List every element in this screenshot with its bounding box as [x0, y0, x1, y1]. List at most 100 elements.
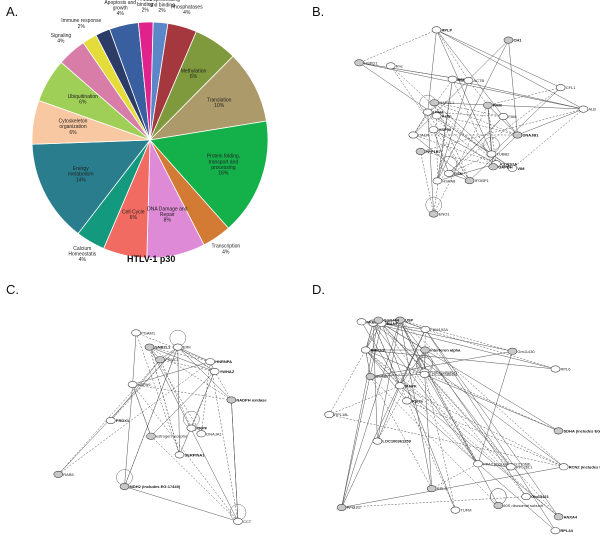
network-node: [486, 150, 497, 158]
network-node: [336, 503, 347, 511]
network-node-label: CFL1: [566, 85, 577, 90]
network-node-label: estrogen receptor: [156, 434, 188, 439]
network-node: [420, 325, 431, 333]
network-node: [505, 463, 516, 471]
network-node: [205, 358, 215, 366]
network-node: [507, 164, 518, 172]
network-edge: [431, 463, 479, 489]
network-edge: [390, 65, 497, 164]
network-node-label: RPLP: [442, 27, 453, 32]
network-node: [395, 382, 405, 390]
network-edge: [177, 346, 215, 372]
network-edge: [381, 323, 559, 517]
network-node: [365, 373, 376, 381]
network-node: [521, 493, 531, 501]
network-edge: [365, 349, 559, 517]
network-edge: [370, 376, 499, 506]
network-node-label: PSMC1: [165, 357, 180, 362]
network-edge: [436, 29, 584, 110]
network-edge: [468, 80, 488, 106]
network-edge: [359, 62, 437, 117]
network-node-label: Rpl7a: [412, 398, 424, 403]
network-node-label: PKM: [493, 103, 503, 108]
network-node-label: PRDX1: [116, 418, 130, 423]
network-node-label: GAPDH: [498, 164, 513, 169]
network-edge: [365, 349, 408, 402]
network-edge: [150, 436, 239, 522]
network-edge: [437, 87, 561, 182]
network-edge: [372, 323, 378, 442]
network-node-label: PPP1R7: [426, 149, 442, 154]
network-edge: [341, 496, 527, 508]
network-edge: [177, 346, 211, 362]
panel-d-letter: D.: [312, 282, 325, 297]
network-edge: [58, 346, 178, 475]
network-node: [444, 169, 454, 177]
network-edge: [373, 322, 556, 370]
network-edge: [420, 151, 434, 215]
network-node-label: Actin: [442, 113, 453, 118]
network-node-label: RPL6: [561, 367, 572, 372]
network-node-label: FAM: [508, 114, 516, 119]
network-node: [420, 346, 430, 354]
network-edge: [132, 384, 232, 401]
network-edge: [399, 319, 564, 467]
network-node: [512, 131, 523, 139]
network-edge: [420, 108, 584, 152]
network-node-label: interferon alpha: [430, 348, 461, 353]
network-edge: [433, 79, 453, 215]
network-edge: [328, 349, 366, 415]
network-node-label: CALR: [418, 133, 429, 138]
network-node: [415, 148, 426, 156]
network-edge: [132, 384, 152, 437]
network-node-label: RPL3: [437, 486, 448, 491]
network-edge: [231, 399, 239, 522]
network-edge: [110, 346, 178, 421]
network-node-label: PRPF: [196, 426, 207, 431]
network-node: [106, 416, 116, 424]
network-node: [226, 396, 237, 404]
network-node-label: GNB2L1: [155, 345, 172, 350]
network-edge: [469, 134, 518, 181]
network-edge: [329, 414, 564, 468]
network-node: [372, 437, 383, 445]
network-node-label: CCT: [243, 519, 252, 524]
network-node: [473, 460, 483, 468]
panel-c-letter: C.: [6, 282, 19, 297]
pie-slices: [31, 21, 269, 259]
panel-a-letter: A.: [6, 4, 19, 19]
network-edge: [365, 323, 374, 351]
panel-b-letter: B.: [312, 4, 325, 19]
pie-labels: Apoptosis andgrowth4%Predictedbinding2%R…: [51, 0, 241, 263]
network-node: [119, 482, 130, 490]
network-node: [360, 346, 371, 354]
network-edge: [399, 319, 479, 464]
network-edge: [381, 323, 511, 468]
network-node-label: RPL26L1: [516, 464, 533, 469]
network-edge: [370, 376, 432, 489]
network-edge: [149, 347, 180, 455]
network-edge: [149, 346, 239, 522]
network-node-label: PPM1G: [347, 505, 361, 510]
network-edge: [399, 385, 564, 468]
network-node-label: ANXA4: [564, 514, 578, 519]
network-node-label: HNRNPA: [215, 359, 232, 364]
network-edge: [399, 319, 513, 352]
network-edge: [436, 29, 469, 81]
network-node: [373, 316, 384, 324]
network-edge: [427, 111, 513, 169]
network-edge: [361, 321, 401, 386]
network-edge: [436, 115, 513, 169]
network-node: [431, 112, 442, 120]
network-edge: [413, 79, 453, 136]
network-edge: [124, 486, 239, 522]
network-node-label: ATP5B: [376, 374, 389, 379]
network-node-label: CLNS1A: [501, 161, 517, 166]
network-edge: [341, 320, 401, 508]
network-node-label: NADPH oxidase: [236, 398, 267, 403]
pie-slice-label: Predictedbinding2%: [135, 0, 156, 14]
